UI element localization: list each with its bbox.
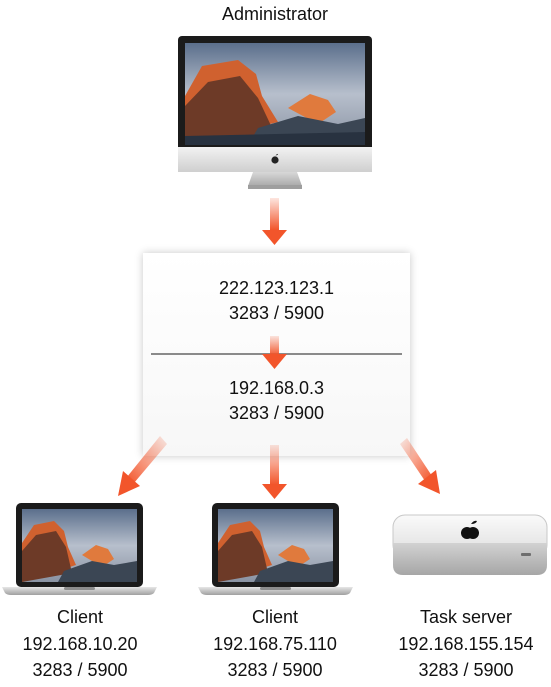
imac-icon — [178, 36, 372, 189]
client-1-ports: 3283 / 5900 — [32, 660, 128, 680]
laptop-icon — [2, 503, 157, 595]
client-2-title: Client — [251, 607, 299, 627]
private-ip: 192.168.0.3 — [228, 378, 325, 398]
mac-mini-icon — [392, 514, 548, 575]
arrow-router-to-client-2 — [262, 445, 287, 499]
client-2-ports: 3283 / 5900 — [227, 660, 323, 680]
arrow-public-to-private — [262, 336, 287, 369]
task-server-ip: 192.168.155.154 — [398, 634, 534, 654]
public-ports: 3283 / 5900 — [228, 303, 325, 323]
client-2-ip: 192.168.75.110 — [213, 634, 337, 654]
private-ports: 3283 / 5900 — [228, 403, 325, 423]
arrow-router-to-client-1 — [118, 436, 167, 496]
task-server-ports: 3283 / 5900 — [418, 660, 514, 680]
client-1-title: Client — [56, 607, 104, 627]
arrow-admin-to-router — [262, 198, 287, 245]
client-1-ip: 192.168.10.20 — [22, 634, 138, 654]
administrator-title: Administrator — [221, 4, 329, 24]
public-ip: 222.123.123.1 — [218, 278, 335, 298]
task-server-title: Task server — [419, 607, 513, 627]
arrow-router-to-task-server — [400, 438, 440, 494]
laptop-icon — [198, 503, 353, 595]
